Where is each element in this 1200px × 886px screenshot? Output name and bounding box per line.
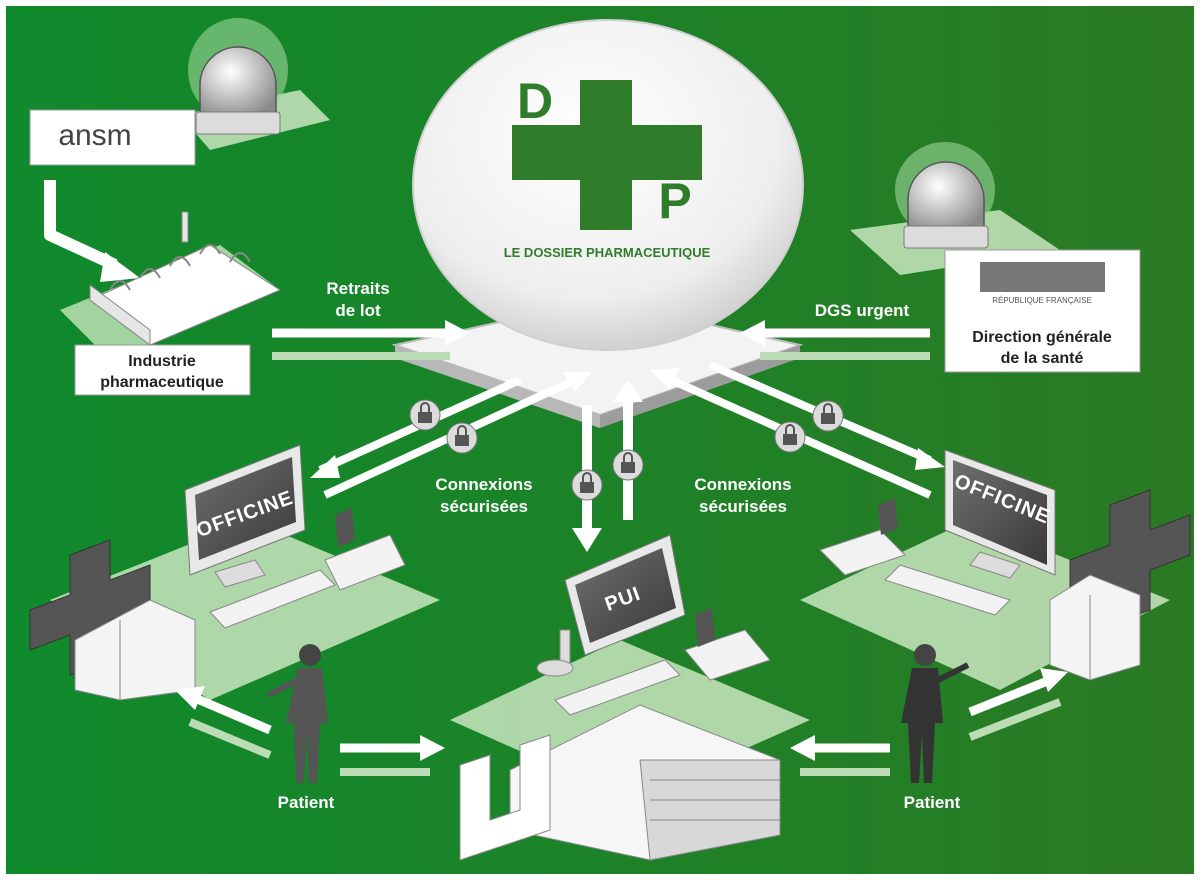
dp-letter-p: P [658, 173, 691, 229]
connection-arrow-head [915, 448, 945, 470]
lock-icon [774, 421, 806, 453]
dgs-urgent-label: DGS urgent [815, 301, 910, 320]
ansm-to-industry-arrow [44, 180, 118, 271]
lock-icon [409, 399, 441, 431]
connection-arrow-head [650, 368, 680, 390]
card-reader-icon [819, 498, 906, 576]
patient-icon [901, 644, 970, 783]
secure-left-line1: Connexions [435, 475, 532, 494]
industry-label-line1: Industrie [128, 353, 196, 370]
cross-horizontal-bar [512, 125, 702, 180]
lock-icon [612, 449, 644, 481]
connection-arrow-head [563, 372, 592, 392]
dgs-logo-card: RÉPUBLIQUE FRANÇAISE Direction générale … [944, 249, 1141, 373]
industry-label-box: Industrie pharmaceutique [74, 344, 251, 396]
connection-arrow-head [572, 528, 602, 552]
factory-sheds [109, 244, 251, 291]
dgs-label-line2: de la santé [1001, 350, 1084, 367]
monitor-stand [536, 659, 574, 677]
patient-icon [266, 644, 328, 783]
dp-cross-logo [512, 80, 702, 230]
card-reader-icon [684, 608, 771, 681]
connection-arrow-head [310, 455, 340, 478]
industry-label-line2: pharmaceutique [100, 374, 224, 391]
patient-left-label: Patient [278, 793, 335, 812]
alarm-light-icon [199, 46, 277, 119]
secure-right-line1: Connexions [694, 475, 791, 494]
hospital-facade [639, 759, 781, 861]
ansm-card [29, 109, 196, 166]
keyboard [884, 564, 1011, 616]
secure-left-line2: sécurisées [440, 497, 528, 516]
dgs-alarm [895, 142, 995, 249]
recalls-arrow-head [445, 320, 470, 346]
patient-flow-arrows [175, 668, 1068, 776]
right-pharmacy-building [1049, 574, 1141, 681]
lock-icon [446, 422, 478, 454]
keyboard [209, 569, 336, 629]
alarm-light-base [195, 111, 281, 135]
monitor-screen [195, 457, 296, 560]
factory-wall-left [89, 284, 151, 346]
hospital-icon [459, 704, 781, 861]
monitor-stand [969, 551, 1021, 579]
keyboard [554, 659, 681, 716]
dgs-label-line1: Direction générale [972, 329, 1112, 346]
ansm-arrow-head [100, 252, 140, 282]
recalls-label-line1: Retraits [326, 279, 389, 298]
card-reader-icon [324, 508, 406, 591]
left-officine-computer: OFFICINE [184, 444, 336, 629]
hospital-h-sign [459, 734, 551, 861]
connection-arrow-head [613, 380, 643, 402]
monitor-screen [575, 548, 676, 643]
factory-chimney [181, 211, 189, 243]
dp-hub: D P LE DOSSIER PHARMACEUTIQUE [391, 19, 804, 428]
ansm-logo-card: ansm [29, 109, 196, 166]
dp-title: LE DOSSIER PHARMACEUTIQUE [504, 245, 711, 260]
pui-computer: PUI [536, 534, 686, 716]
alarm-light-base [903, 225, 989, 249]
secure-right-line2: sécurisées [699, 497, 787, 516]
dgs-arrow-head [740, 320, 765, 346]
dgs-logo-caption: RÉPUBLIQUE FRANÇAISE [992, 296, 1092, 305]
monitor-screen [953, 460, 1047, 565]
monitor-stand [214, 559, 266, 588]
ansm-logo: ansm [58, 119, 131, 152]
lock-icon [571, 469, 603, 501]
lock-icon [812, 400, 844, 432]
pharmacy-cross-icon [1069, 489, 1191, 626]
marianne-logo [980, 262, 1105, 292]
ansm-alarm [188, 18, 288, 135]
recalls-label-line2: de lot [335, 301, 381, 320]
industry-card [74, 344, 251, 396]
dp-letter-d: D [517, 73, 553, 129]
alarm-light-icon [907, 161, 985, 233]
hub-base-side-right [600, 345, 800, 428]
patient-right-label: Patient [904, 793, 961, 812]
factory-icon [89, 211, 282, 346]
